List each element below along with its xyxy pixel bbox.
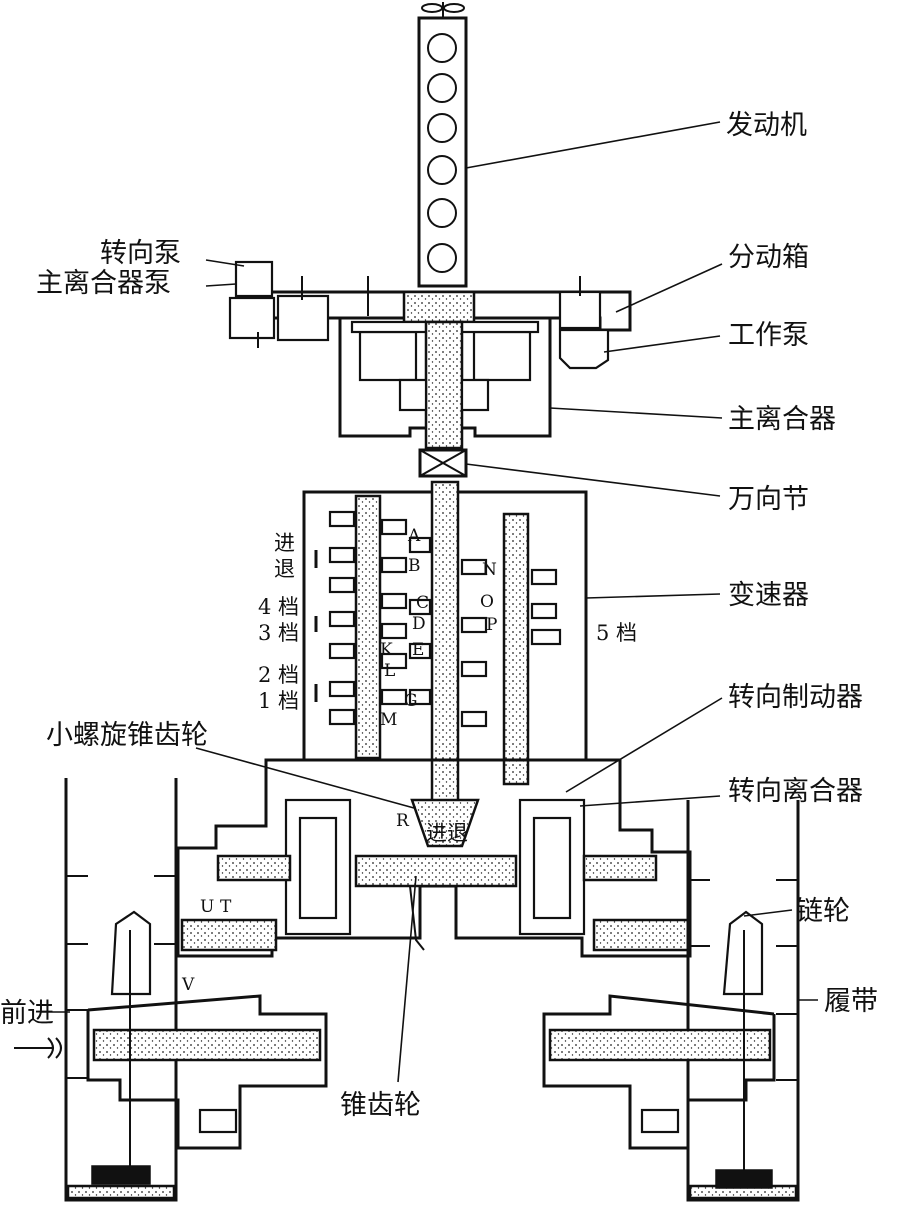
label-gear-1: 1 档 (258, 689, 299, 713)
letter-l: L (384, 661, 395, 681)
leader-lines (40, 121, 818, 1083)
letter-n: N (482, 560, 497, 580)
gear-stack-left (328, 510, 432, 726)
final-drive-housing (176, 758, 692, 958)
gear-stack-right (460, 558, 562, 728)
forward-arrow (14, 1037, 62, 1059)
left-final-drive (86, 910, 328, 1185)
letter-k: K (380, 640, 393, 660)
label-transfer-case: 分动箱 (728, 242, 809, 273)
label-track: 履带 (824, 986, 878, 1017)
label-main-clutch: 主离合器 (728, 404, 836, 435)
label-fwd-rev-bottom: 退 (274, 557, 295, 581)
label-fwd-rev-mid: 进退 (426, 821, 468, 845)
letter-v: V (181, 975, 195, 995)
label-gear-5: 5 档 (596, 621, 637, 645)
gearbox (302, 480, 588, 814)
letter-m: M (380, 710, 397, 730)
label-steering-clutch: 转向离合器 (728, 776, 863, 807)
letter-c: C (416, 593, 429, 613)
letter-r: R (396, 811, 410, 831)
label-fwd-rev-top: 进 (274, 531, 295, 555)
letter-p: P (486, 615, 497, 635)
letter-a: A (407, 526, 421, 546)
letter-u: U (200, 897, 214, 917)
label-gear-3: 3 档 (258, 621, 299, 645)
engine (417, 2, 468, 288)
label-steering-pump: 转向泵 (100, 238, 181, 269)
letter-d: D (412, 614, 426, 634)
label-main-clutch-pump: 主离合器泵 (36, 268, 171, 299)
label-universal-joint: 万向节 (728, 484, 809, 515)
label-small-spiral-bevel: 小螺旋锥齿轮 (46, 720, 208, 751)
letter-t: T (220, 897, 232, 917)
letter-o: O (480, 592, 494, 612)
label-work-pump: 工作泵 (728, 320, 809, 351)
label-bevel-gear: 锥齿轮 (340, 1090, 421, 1121)
left-track (64, 778, 178, 1202)
label-sprocket: 链轮 (796, 896, 850, 927)
letter-g: G (404, 691, 418, 711)
letter-b: B (408, 556, 421, 576)
label-gear-4: 4 档 (258, 595, 299, 619)
label-steering-brake: 转向制动器 (728, 682, 863, 713)
label-gear-2: 2 档 (258, 663, 299, 687)
main-clutch (338, 318, 552, 450)
label-forward: 前进 (0, 998, 54, 1029)
label-engine: 发动机 (726, 110, 807, 141)
letter-e: E (412, 640, 424, 660)
right-final-drive (542, 910, 776, 1189)
transfer-case (228, 260, 632, 370)
universal-joint (418, 448, 468, 478)
label-gearbox: 变速器 (728, 580, 809, 611)
